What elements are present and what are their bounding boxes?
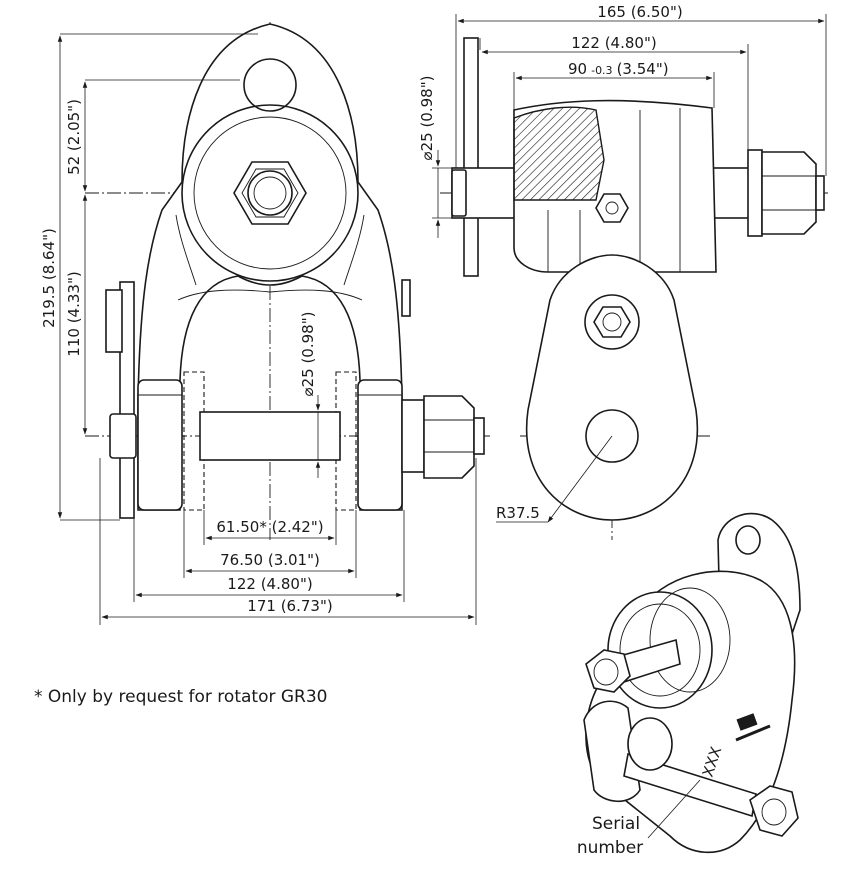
front-bolt-thread (253, 176, 287, 210)
dim-52-text: 52 (2.05") (65, 99, 83, 175)
front-disc-outer (181, 104, 359, 282)
isometric-view: XXX (583, 512, 801, 854)
side-flange-plate (463, 37, 479, 277)
dim-90-inch: (3.54") (617, 60, 669, 78)
front-washer (401, 399, 425, 473)
front-right-arm (357, 379, 403, 511)
side-bolt-head (451, 169, 467, 217)
dim-25-side-text: ⌀25 (0.98") (418, 76, 436, 161)
dim-r375-text: R37.5 (496, 504, 540, 522)
front-right-nut (423, 395, 475, 479)
side-bolt-tail (815, 175, 825, 211)
iso-pin-head (627, 717, 673, 771)
iso-disc-inner (619, 603, 701, 697)
front-pin-shaft (199, 411, 341, 461)
front-right-bushing-hidden (335, 371, 357, 511)
front-hex-nut (233, 161, 307, 225)
serial-leader (647, 779, 701, 839)
dim-171-text: 171 (6.73") (247, 597, 332, 615)
front-pin-head (109, 413, 137, 459)
serial-label-line1: Serial (592, 814, 640, 834)
front-view (85, 22, 490, 540)
side-washer (747, 149, 763, 237)
dim-90-text: 90 -0.3 (3.54") (568, 60, 669, 78)
front-bolt-end (247, 170, 293, 216)
side-pin-hole (585, 409, 639, 463)
iso-disc-back (649, 587, 731, 693)
front-left-arm (137, 379, 183, 511)
front-side-lug (401, 279, 411, 317)
side-grease-nipple (595, 193, 629, 223)
side-view (440, 37, 830, 540)
side-grease-hole (605, 201, 619, 215)
front-flange-tab (105, 289, 123, 353)
front-bolt-tail (473, 417, 485, 455)
dim-90-tol: -0.3 (591, 64, 612, 77)
side-nut (761, 151, 817, 235)
serial-label-line2: number (577, 838, 643, 858)
dim-90-main: 90 (568, 60, 587, 78)
iso-upper-nut (585, 649, 631, 693)
dim-61-text: 61.50* (2.42") (216, 518, 323, 536)
front-flange-plate (119, 281, 135, 519)
r375-leader (547, 435, 613, 523)
dim-122b-text: 122 (4.80") (227, 575, 312, 593)
side-hatched-section (513, 106, 605, 201)
side-upper-nut (593, 306, 631, 338)
dim-219-text: 219.5 (8.64") (40, 228, 58, 328)
iso-mounting-hole (735, 525, 761, 555)
dim-110-text: 110 (4.33") (65, 271, 83, 356)
dim-76-text: 76.50 (3.01") (220, 551, 320, 569)
side-dimensions (432, 14, 827, 238)
front-bracket-inner-outline (175, 214, 365, 301)
dim-25-front-text: ⌀25 (0.98") (299, 312, 317, 397)
front-hex-nut-chamfer (241, 168, 299, 218)
iso-upper-nut-face (593, 658, 619, 686)
footnote: * Only by request for rotator GR30 (34, 687, 327, 707)
side-pendant (525, 254, 699, 521)
side-upper-bolt (602, 312, 622, 332)
front-disc-inner (193, 116, 347, 270)
front-dimensions (57, 33, 477, 625)
dim-122t-text: 122 (4.80") (571, 34, 656, 52)
iso-logo-icon (736, 713, 758, 731)
iso-brand-strip (735, 724, 771, 742)
iso-lower-nut-face (761, 798, 787, 826)
side-housing-inner (547, 210, 581, 272)
side-upper-hole (584, 294, 640, 350)
dim-165-text: 165 (6.50") (597, 3, 682, 21)
front-mounting-hole (243, 58, 297, 112)
iso-lower-nut (749, 785, 799, 837)
